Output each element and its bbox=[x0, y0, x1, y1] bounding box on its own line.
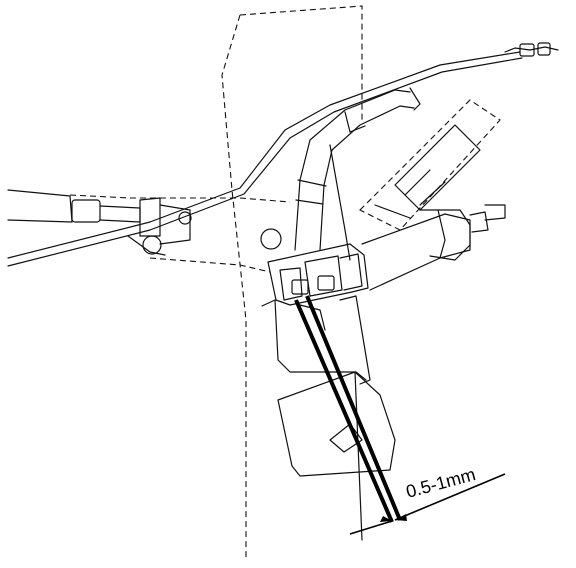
mounting-bracket bbox=[261, 243, 371, 385]
clearance-dimension bbox=[349, 473, 506, 535]
push-rod bbox=[294, 295, 402, 523]
clearance-label: 0.5-1mm bbox=[404, 464, 478, 502]
panel-outline bbox=[69, 5, 363, 560]
bent-hose bbox=[294, 87, 421, 261]
panel-hole bbox=[260, 228, 282, 250]
control-cable bbox=[7, 42, 559, 267]
switch-assembly bbox=[359, 99, 506, 291]
left-cable-end bbox=[7, 189, 192, 256]
lower-plate bbox=[277, 371, 396, 541]
